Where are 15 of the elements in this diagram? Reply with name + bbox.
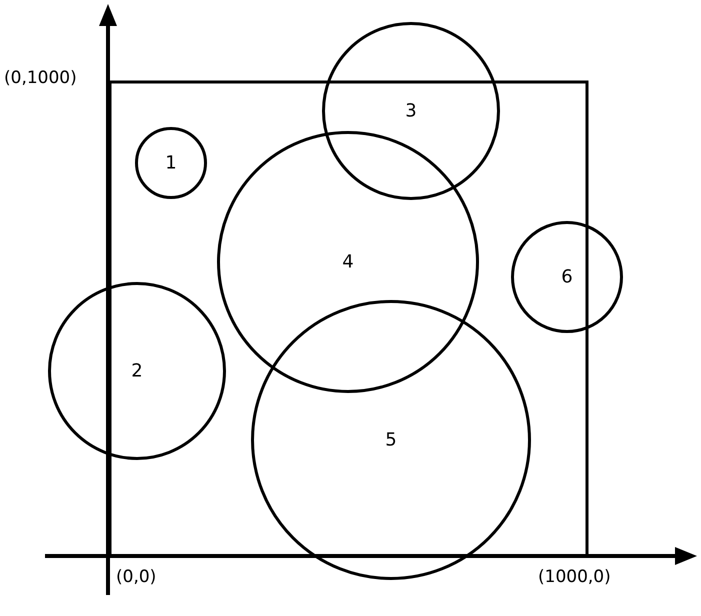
circle	[511, 221, 623, 333]
circle	[135, 127, 207, 199]
circle-number: 6	[561, 266, 573, 288]
circle-number: 2	[131, 360, 143, 382]
circle-number: 3	[405, 100, 417, 122]
circle-number: 4	[342, 252, 354, 272]
coordinate-label: (0,0)	[116, 567, 156, 587]
circle	[251, 300, 531, 580]
circle-number: 5	[385, 430, 397, 450]
circle	[217, 131, 479, 393]
circle-number: 1	[165, 152, 177, 174]
coordinate-label: (1000,0)	[538, 567, 611, 587]
circle	[48, 282, 226, 460]
coordinate-label: (0,1000)	[4, 68, 77, 88]
circle	[322, 22, 500, 200]
